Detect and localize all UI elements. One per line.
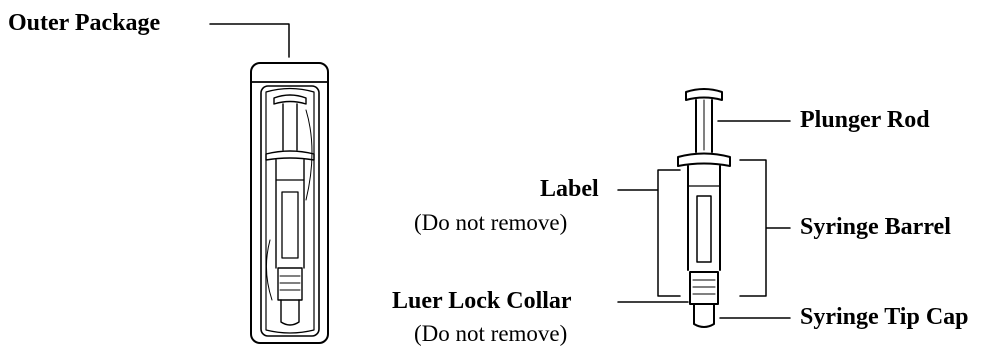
luer-note: (Do not remove) [414, 321, 568, 346]
luer-lock-collar-label: Luer Lock Collar [392, 288, 572, 314]
syringe-barrel-label: Syringe Barrel [800, 214, 951, 240]
label-label: Label [540, 176, 599, 202]
leader-lines [617, 120, 791, 319]
plunger-rod-label: Plunger Rod [800, 107, 930, 133]
outer-package-label: Outer Package [8, 10, 161, 36]
outer-package-drawing [209, 23, 329, 344]
syringe-drawing [677, 88, 731, 328]
syringe-tip-cap-label: Syringe Tip Cap [800, 304, 969, 330]
label-note: (Do not remove) [414, 210, 568, 235]
